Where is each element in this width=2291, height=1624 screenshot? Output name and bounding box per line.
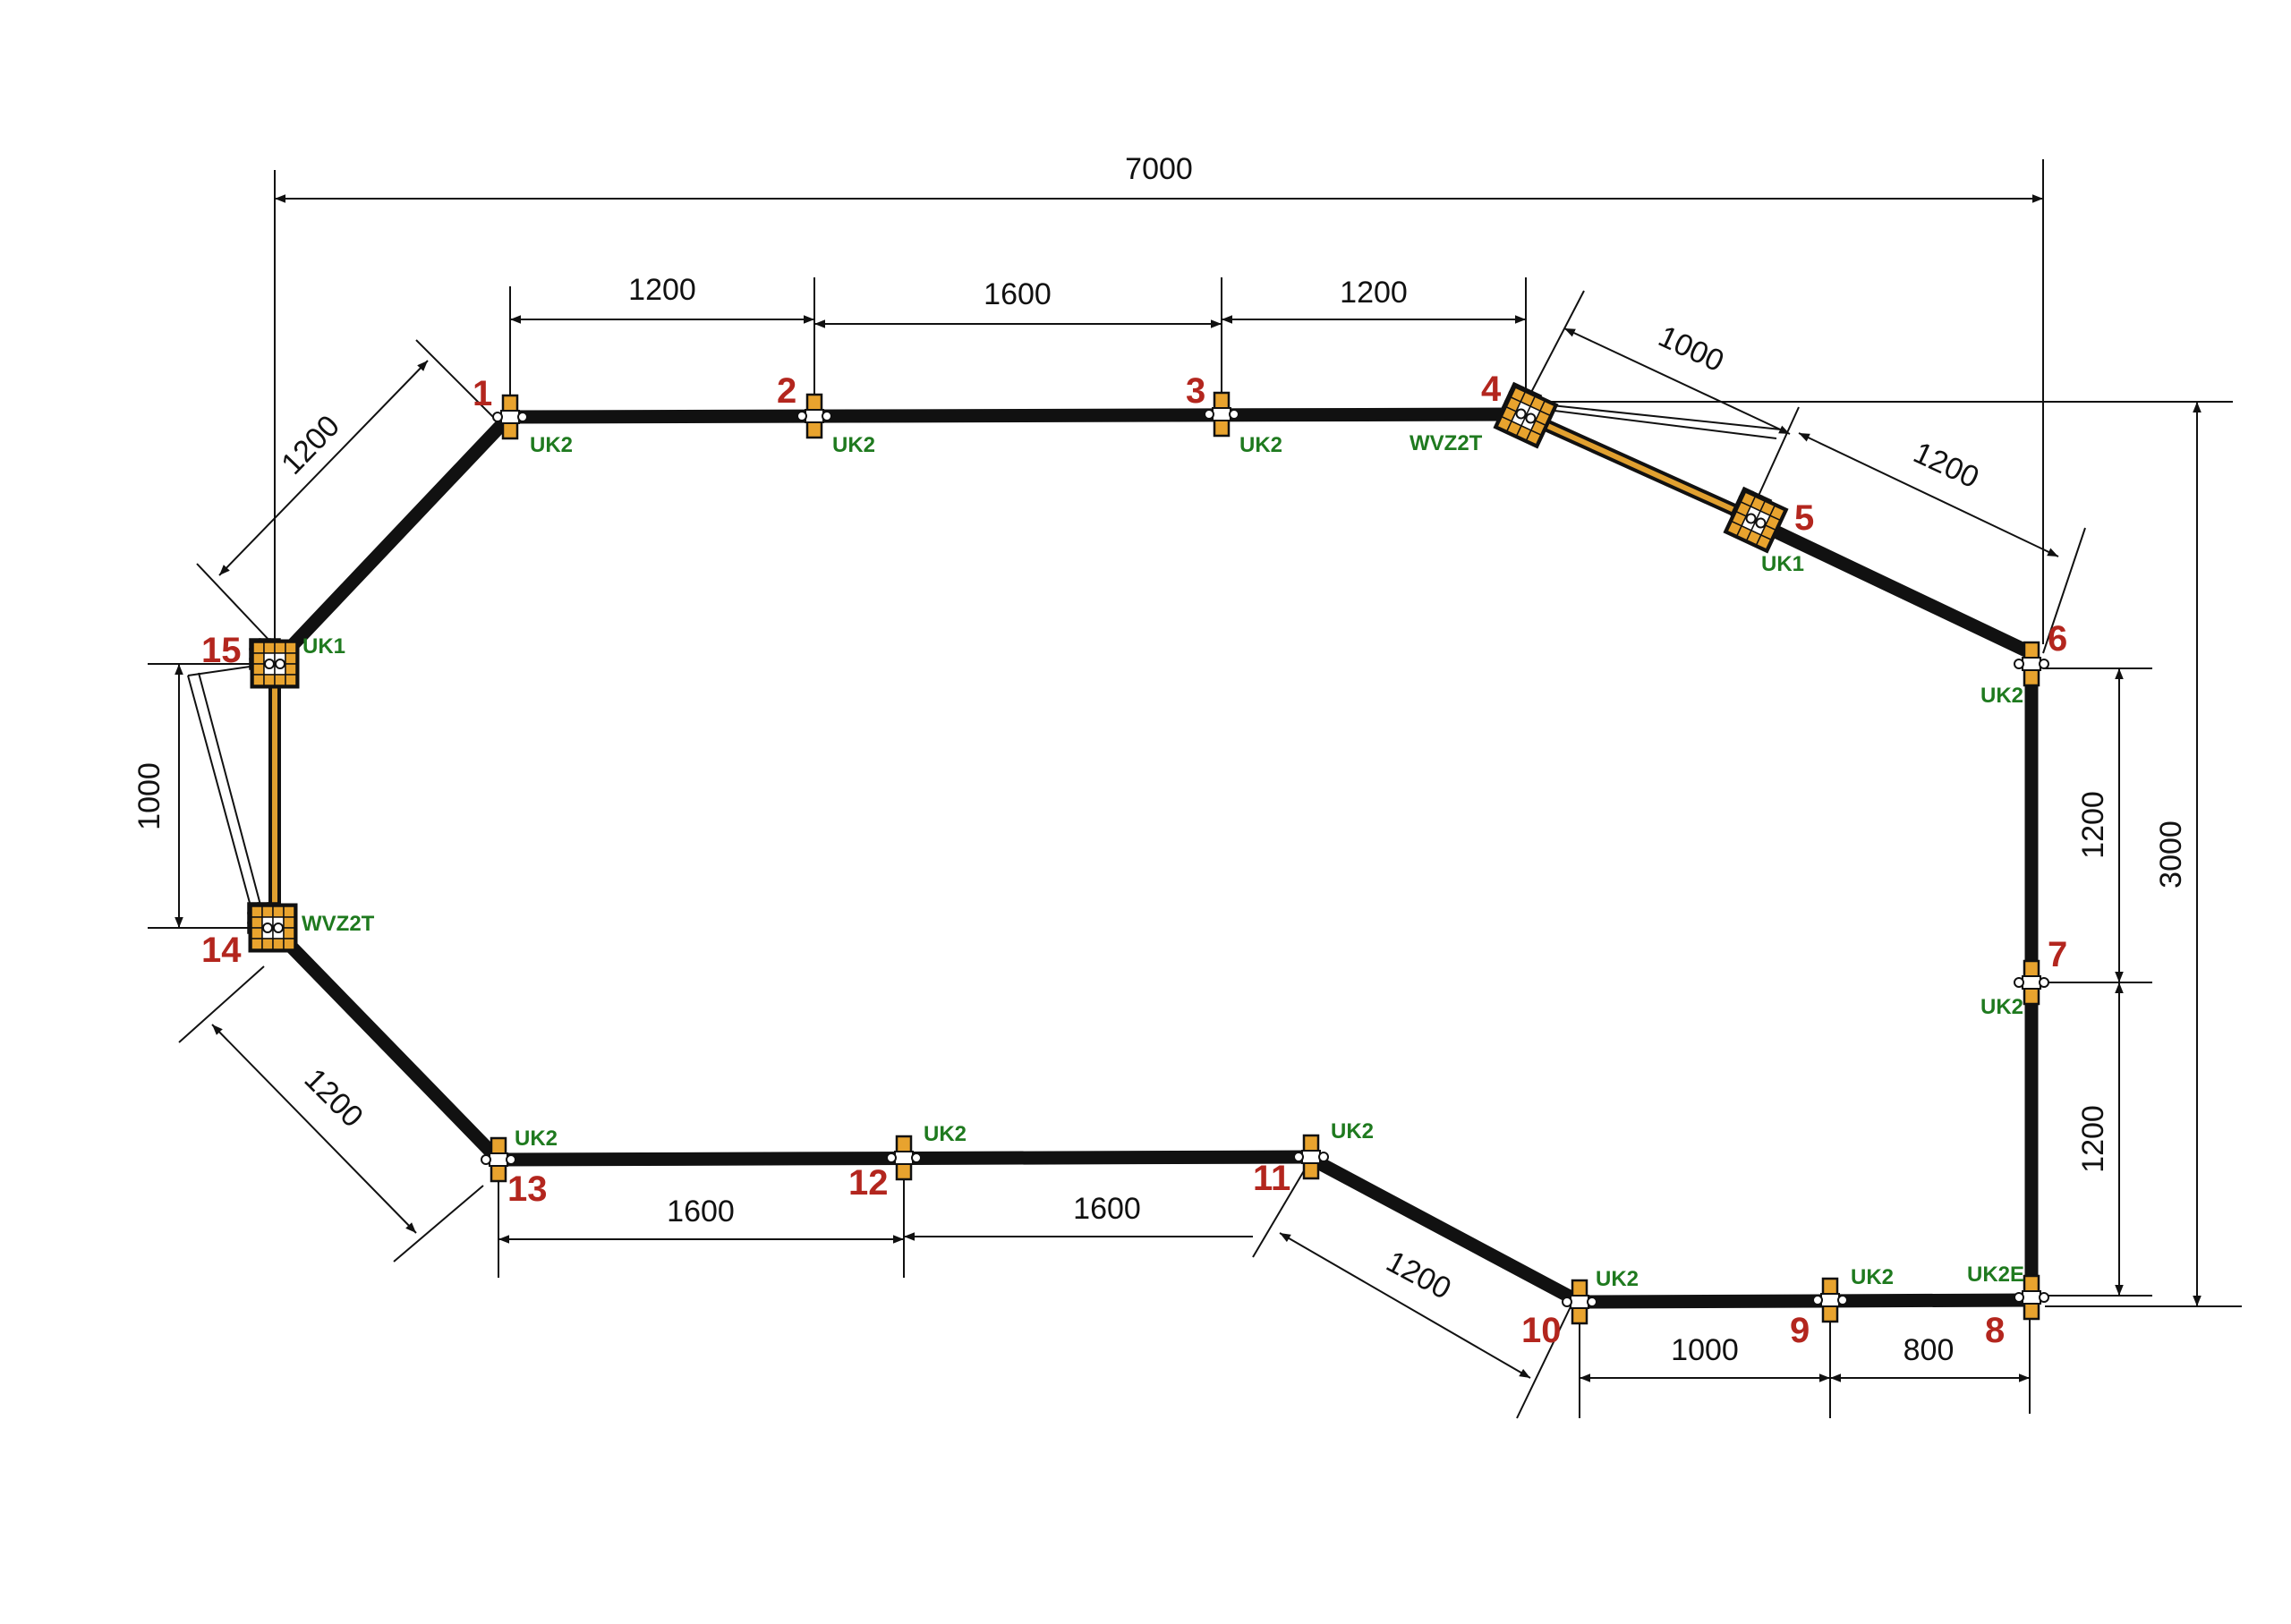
- node-number-8: 8: [1985, 1311, 2005, 1350]
- node-number-3: 3: [1186, 371, 1205, 411]
- node-type-15: UK1: [302, 634, 345, 659]
- node-type-7: UK2: [1980, 995, 2023, 1019]
- node-number-2: 2: [777, 371, 796, 411]
- dim-top-1-2: 1200: [628, 273, 696, 307]
- dim-top-2-3: 1600: [984, 277, 1052, 311]
- node-type-8: UK2E: [1967, 1263, 2024, 1287]
- node-number-15: 15: [201, 631, 242, 670]
- connector-9: [1812, 1277, 1848, 1323]
- dimension-lines: [148, 159, 2242, 1419]
- dim-bot-12-11: 1600: [1073, 1192, 1141, 1226]
- connector-14: [247, 902, 298, 953]
- connector-11: [1293, 1134, 1329, 1180]
- node-number-12: 12: [848, 1163, 889, 1203]
- connector-4: [1493, 381, 1559, 449]
- node-type-1: UK2: [530, 433, 573, 457]
- connector-8: [2014, 1274, 2049, 1321]
- node-number-10: 10: [1521, 1311, 1562, 1350]
- node-type-9: UK2: [1851, 1265, 1894, 1289]
- node-type-3: UK2: [1239, 433, 1282, 457]
- node-number-6: 6: [2048, 619, 2067, 659]
- wall-1-4: [503, 407, 1529, 424]
- connector-2: [796, 393, 832, 439]
- node-number-9: 9: [1790, 1311, 1810, 1350]
- dimension-labels: 7000 1200 1600 1200 1000 1200 1200 1000 …: [132, 152, 2188, 1367]
- node-number-13: 13: [507, 1169, 548, 1209]
- dim-overall-width: 7000: [1125, 152, 1193, 186]
- connector-13: [481, 1136, 516, 1183]
- node-numbers: 1 2 3 4 5 6 7 8 9 10 11 12 13 14 15: [201, 370, 2067, 1350]
- node-number-5: 5: [1794, 498, 1814, 538]
- connector-3: [1204, 391, 1239, 438]
- connector-7: [2014, 959, 2049, 1006]
- node-type-12: UK2: [924, 1122, 967, 1146]
- connector-type-labels: UK2 UK2 UK2 WVZ2T UK1 UK2 UK2 UK2E UK2 U…: [302, 431, 2024, 1291]
- dim-vert-6-7: 1200: [2076, 791, 2110, 859]
- node-type-14: WVZ2T: [302, 912, 375, 936]
- wall-5-6: [1751, 516, 2039, 660]
- node-type-5: UK1: [1761, 552, 1804, 576]
- node-number-4: 4: [1481, 370, 1502, 409]
- connector-5: [1723, 486, 1789, 554]
- node-type-13: UK2: [515, 1127, 558, 1151]
- node-number-1: 1: [473, 374, 492, 413]
- dim-top-3-4: 1200: [1340, 276, 1408, 310]
- wall-15-1: [268, 413, 513, 671]
- node-type-2: UK2: [832, 433, 875, 457]
- node-number-11: 11: [1253, 1159, 1290, 1198]
- node-type-10: UK2: [1596, 1267, 1639, 1291]
- node-number-7: 7: [2048, 935, 2067, 974]
- dim-bot-10-9: 1000: [1671, 1333, 1739, 1367]
- dim-vert-7-8: 1200: [2076, 1105, 2110, 1173]
- node-number-14: 14: [201, 931, 242, 970]
- dim-vert-15-14: 1000: [132, 762, 166, 830]
- node-type-6: UK2: [1980, 684, 2023, 708]
- dim-bot-9-8: 800: [1903, 1333, 1955, 1367]
- connector-1: [492, 394, 528, 440]
- node-type-4: WVZ2T: [1410, 431, 1483, 455]
- connector-15: [249, 638, 300, 689]
- dim-diag-4-5: 1000: [1653, 319, 1729, 378]
- connector-10: [1562, 1279, 1597, 1325]
- wall-13-14: [266, 921, 506, 1167]
- wall-8-10: [1572, 1293, 2039, 1309]
- node-type-11: UK2: [1331, 1119, 1374, 1144]
- dim-diag-5-6: 1200: [1908, 436, 1984, 495]
- connector-12: [886, 1135, 922, 1181]
- connectors: [247, 381, 2049, 1325]
- dim-diag-15-1: 1200: [275, 409, 346, 481]
- dim-diag-11-10: 1200: [1381, 1245, 1457, 1306]
- wall-10-11: [1304, 1152, 1587, 1309]
- connector-6: [2014, 641, 2049, 687]
- dim-overall-height: 3000: [2154, 821, 2188, 889]
- dim-bot-13-12: 1600: [667, 1195, 735, 1229]
